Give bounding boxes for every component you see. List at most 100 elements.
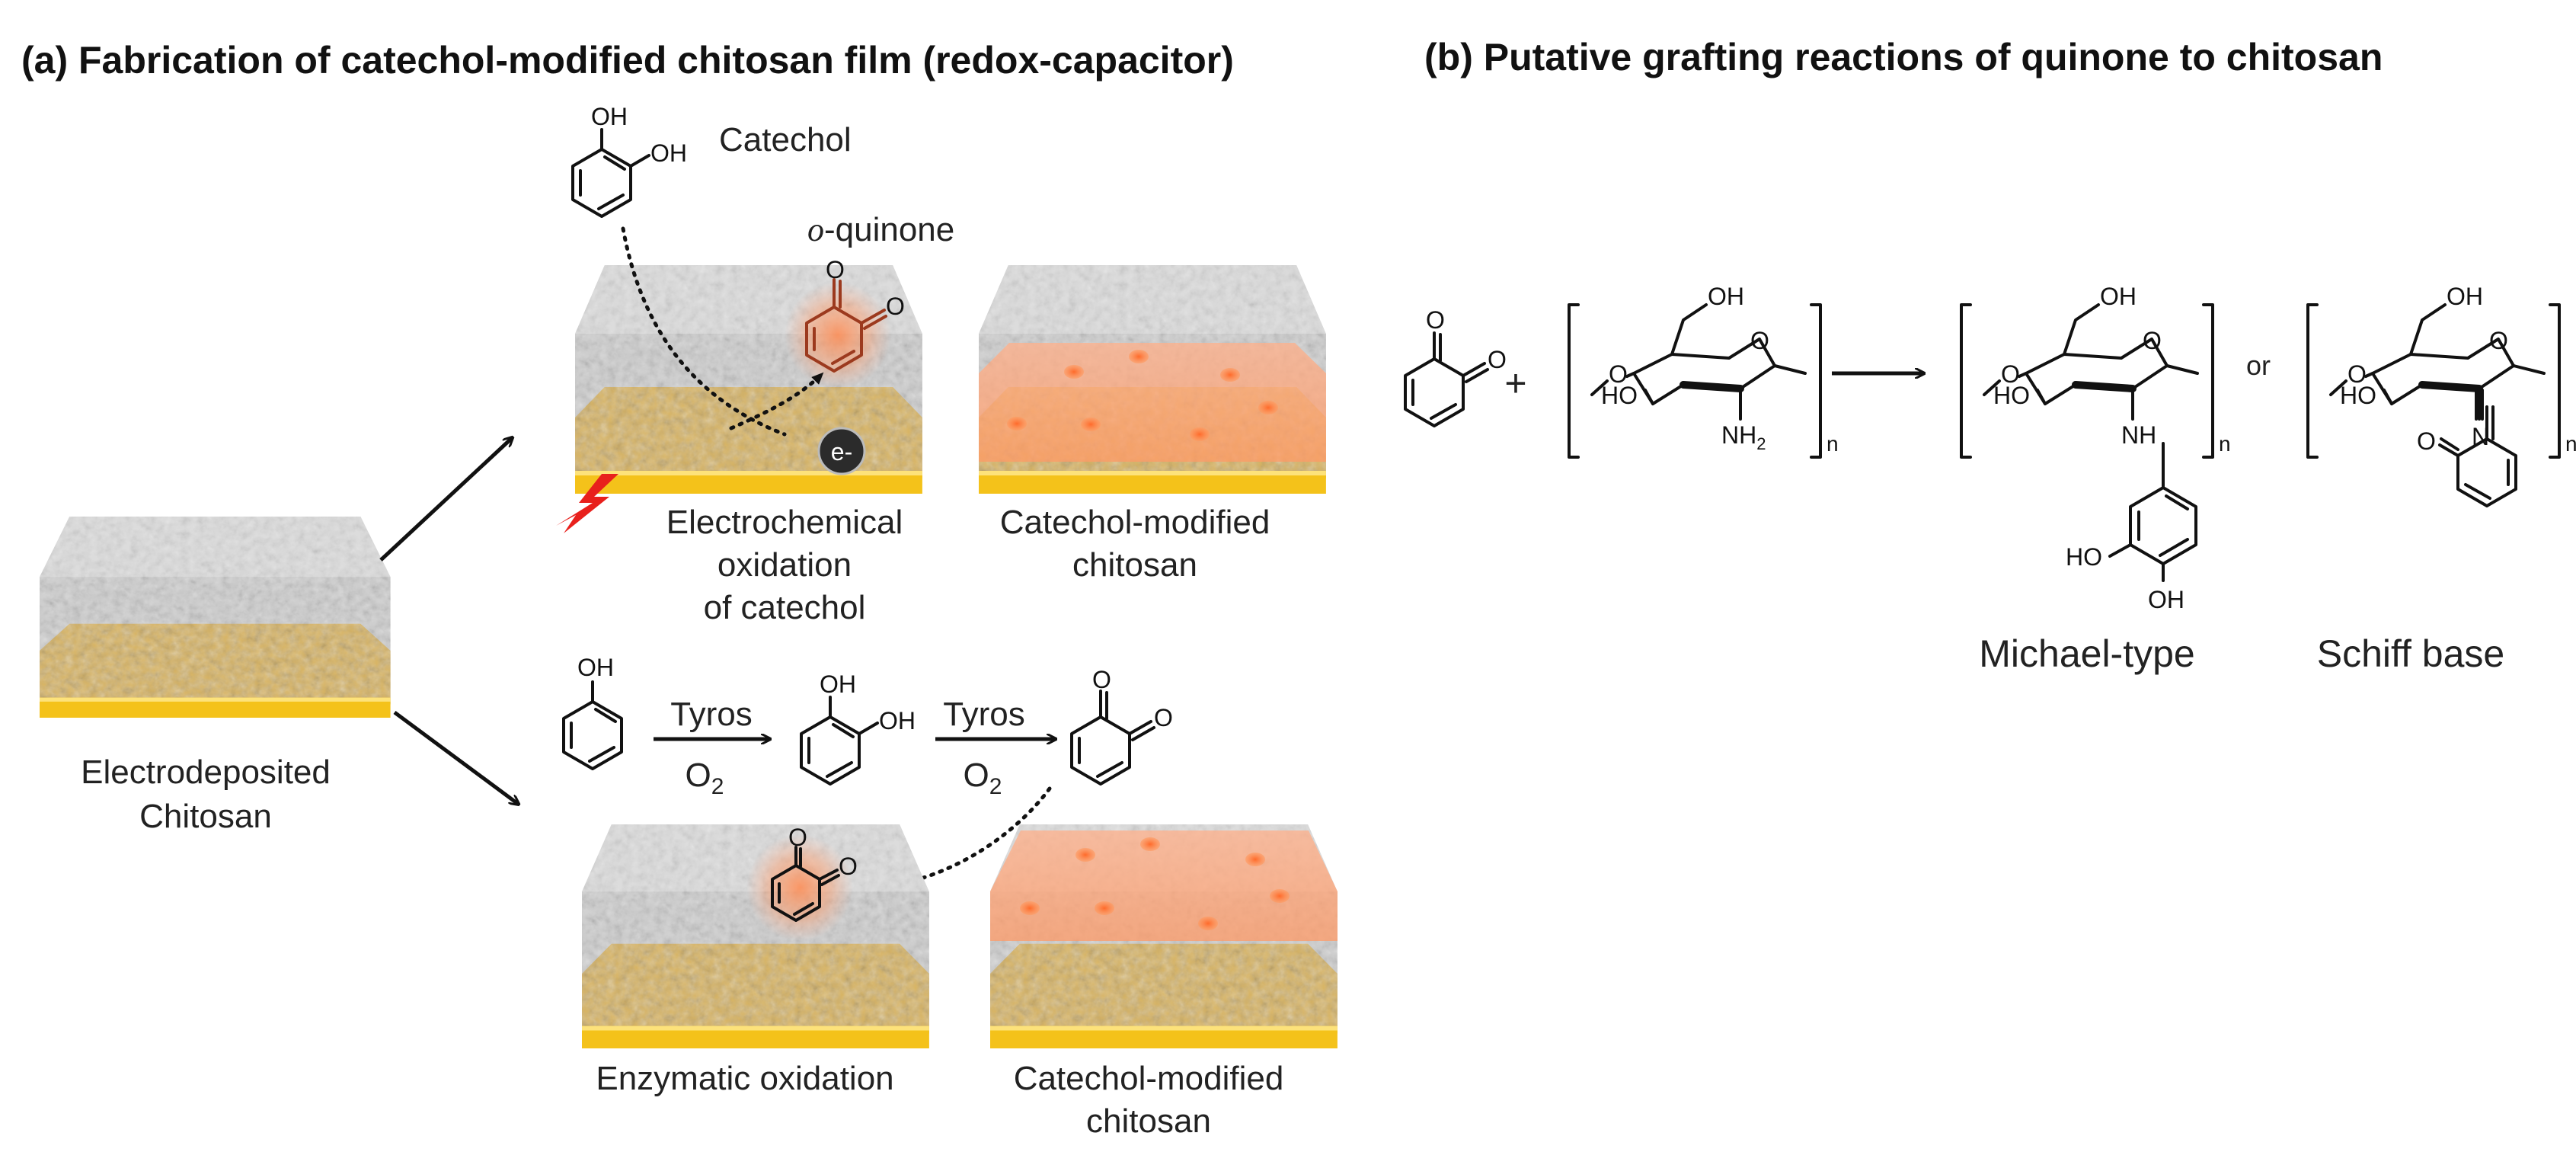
oq-top-o2: O	[886, 293, 905, 320]
o2-label-1: O2	[686, 757, 724, 799]
ch2oh-bond	[1670, 303, 1708, 356]
catmod-top-caption-1: Catechol-modified	[1000, 504, 1270, 541]
ch2oh-bond	[2409, 303, 2447, 356]
right-link	[1773, 364, 1807, 375]
enzymatic-caption: Enzymatic oxidation	[596, 1060, 893, 1097]
michael-ho: HO	[2066, 543, 2102, 571]
oq-b-o2: O	[1154, 704, 1173, 731]
c3-bond	[2383, 389, 2393, 405]
catechol-molecule-bottom: OH OH	[800, 670, 916, 786]
ch2oh-bond	[2063, 303, 2100, 356]
branch-arrow-up	[379, 438, 512, 562]
dotted-path-to-quinone	[729, 371, 825, 430]
repeat-n: n	[1827, 432, 1839, 456]
catmod-bottom-caption-2: chitosan	[1086, 1102, 1211, 1140]
c2-nh2: NH2	[1721, 421, 1766, 453]
bracket-left	[1960, 303, 1972, 459]
catechol-modified-film-top	[979, 265, 1326, 494]
left-oxygen: O	[2001, 360, 2020, 388]
oq-b-o1: O	[1092, 666, 1111, 693]
o-quinone-molecule: O O	[1070, 666, 1173, 786]
phenol-oh: OH	[577, 654, 614, 681]
panel-b-title: (b) Putative grafting reactions of quino…	[1424, 36, 2383, 78]
plus-sign: +	[1504, 362, 1526, 405]
c2-double	[2475, 389, 2484, 421]
catechol-oh-2: OH	[650, 139, 687, 167]
electro-caption-3: of catechol	[704, 589, 866, 626]
quinone-reactant: O O	[1404, 306, 1507, 427]
quinone-glow-bottom	[746, 834, 853, 941]
schiff-o: O	[2417, 427, 2436, 455]
left-link	[2329, 379, 2347, 396]
left-o-bond	[2018, 372, 2028, 378]
ch2oh-oh: OH	[2100, 283, 2137, 310]
bracket-left	[2306, 303, 2319, 459]
c3-ho: HO	[1601, 382, 1638, 409]
left-o-bond	[2364, 372, 2374, 378]
michael-caption: Michael-type	[1979, 632, 2194, 675]
catechol-molecule-top: OH OH	[571, 103, 687, 218]
catechol-label: Catechol	[719, 121, 852, 158]
electro-caption-2: oxidation	[718, 546, 852, 584]
electrodeposited-caption-1: Electrodeposited	[81, 754, 331, 791]
dotted-path-catechol-to-electron	[621, 226, 787, 437]
michael-oh: OH	[2148, 586, 2184, 613]
c3-bond	[2036, 389, 2047, 405]
oquinone-label: o-quinone	[807, 211, 954, 248]
quinone-glow-top	[785, 282, 891, 389]
left-oxygen: O	[1609, 360, 1628, 388]
oq-e-o1: O	[788, 824, 807, 851]
c3-ho: HO	[2340, 382, 2376, 409]
bracket-left	[1568, 303, 1580, 459]
right-link	[2512, 364, 2546, 375]
oq-top-o1: O	[826, 256, 845, 283]
ch2oh-oh: OH	[1708, 283, 1744, 310]
ring-oxygen: O	[2143, 327, 2162, 354]
catechol-modified-film-bottom	[990, 824, 1338, 1048]
o-quinone-in-enzymatic-film: O O	[771, 824, 858, 922]
reactant-o2: O	[1488, 346, 1507, 373]
ring-oxygen: O	[1750, 327, 1769, 354]
left-o-bond	[1625, 372, 1635, 378]
schiff-caption: Schiff base	[2317, 632, 2504, 675]
oq-e-o2: O	[839, 853, 858, 880]
c3-ho: HO	[1993, 382, 2030, 409]
electron-badge: e-	[817, 427, 866, 475]
o2-label-2: O2	[964, 757, 1002, 799]
repeat-n: n	[2219, 432, 2231, 456]
ring-oxygen: O	[2489, 327, 2508, 354]
ring-bold-bond	[2418, 381, 2483, 392]
ch2oh-oh: OH	[2447, 283, 2483, 310]
catmod-top-caption-2: chitosan	[1072, 546, 1197, 584]
catechol-b-oh-1: OH	[820, 670, 856, 698]
phenol-molecule: OH	[562, 654, 623, 770]
catmod-bottom-caption-1: Catechol-modified	[1014, 1060, 1284, 1097]
bracket-right	[2202, 303, 2214, 459]
left-oxygen: O	[2347, 360, 2367, 388]
electro-caption-1: Electrochemical	[666, 504, 903, 541]
ring-bold-bond	[1680, 381, 1744, 392]
michael-catechol-ring: HO OH	[2066, 442, 2197, 613]
schiff-quinone-ring: O	[2417, 405, 2517, 507]
tyros-label-1: Tyros	[670, 696, 753, 733]
catechol-b-oh-2: OH	[879, 707, 916, 734]
or-word: or	[2246, 350, 2271, 381]
repeat-n: n	[2565, 432, 2576, 456]
panel-a-title: (a) Fabrication of catechol-modified chi…	[21, 39, 1234, 82]
tyros-label-2: Tyros	[943, 696, 1025, 733]
left-link	[1983, 379, 2001, 396]
electrodeposited-caption-2: Chitosan	[139, 798, 272, 835]
ring-bold-bond	[2072, 381, 2137, 392]
right-link	[2165, 364, 2199, 375]
svg-text:e-: e-	[831, 438, 852, 466]
electrodeposited-film	[40, 517, 391, 718]
bracket-right	[2549, 303, 2561, 459]
reactant-o1: O	[1426, 306, 1445, 334]
catechol-oh-1: OH	[591, 103, 628, 130]
bracket-right	[1810, 303, 1822, 459]
branch-arrow-down	[393, 710, 518, 804]
